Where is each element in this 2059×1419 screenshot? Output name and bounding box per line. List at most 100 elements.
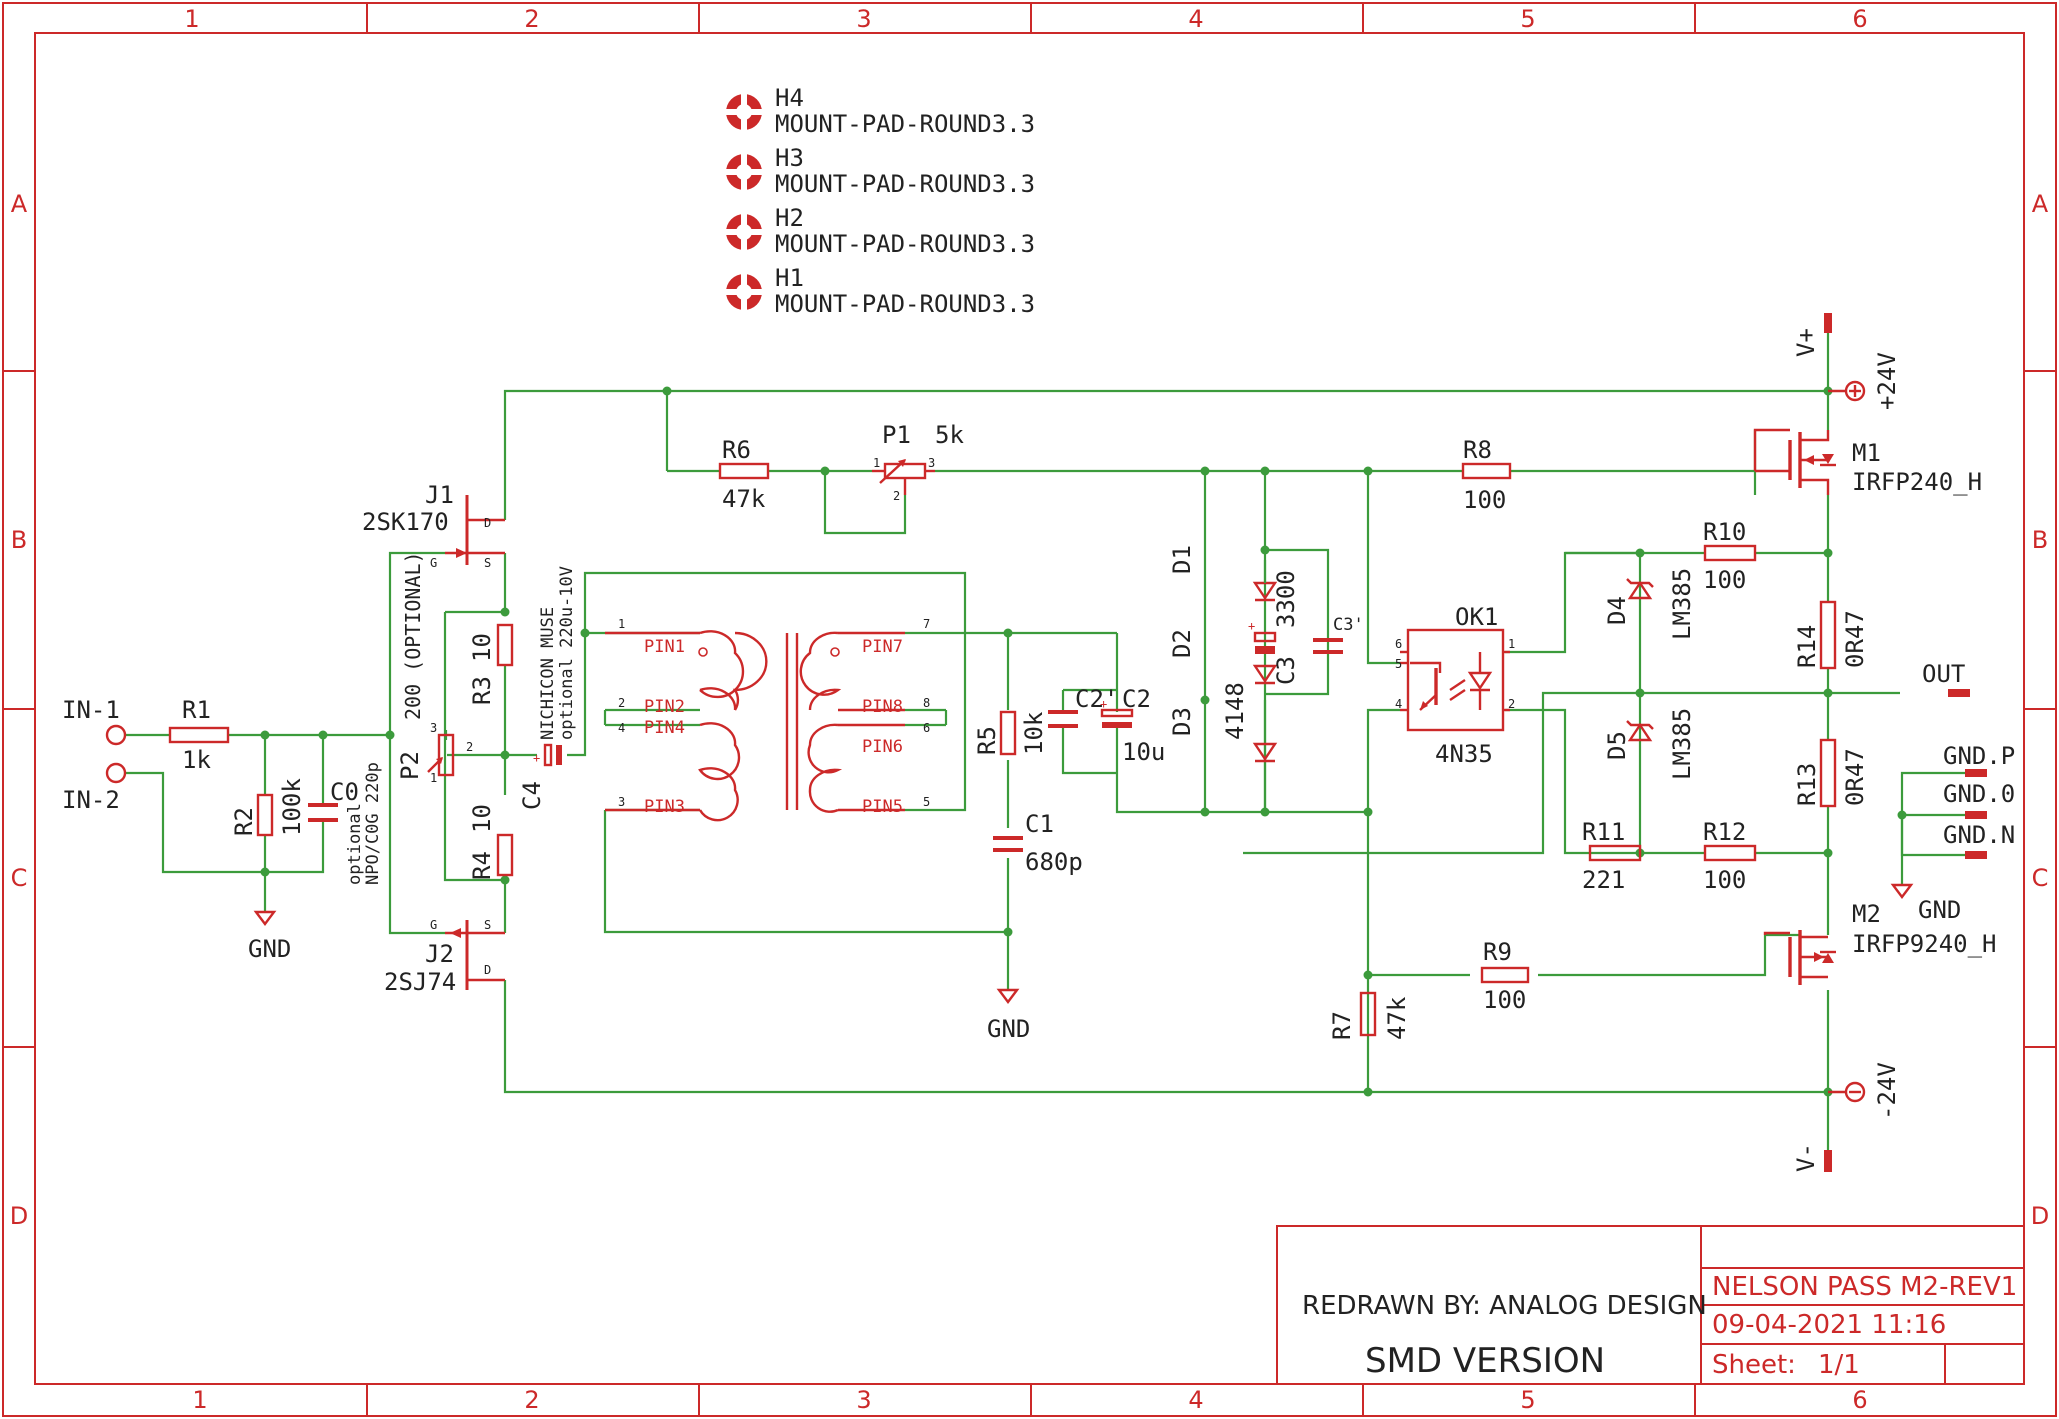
gndn-label: GND.N [1943, 821, 2015, 849]
svg-text:+: + [1248, 619, 1255, 633]
row-c-right: C [2032, 864, 2049, 892]
redrawn-by: REDRAWN BY: ANALOG DESIGN [1302, 1291, 1707, 1321]
r9-name: R9 [1483, 938, 1512, 966]
vplus-terminal [1824, 313, 1832, 333]
r10-value: 100 [1703, 566, 1746, 594]
tx-pin1: PIN1 [644, 637, 685, 657]
in2-terminal [105, 762, 127, 784]
r14-name: R14 [1793, 625, 1821, 668]
svg-text:+: + [1100, 697, 1107, 711]
r7-resistor [1359, 991, 1377, 1037]
tx-pin3: PIN3 [644, 797, 685, 817]
jfet-section: J1 2SK170 D S G J2 2SJ74 G S D R3 10 R4 … [362, 481, 577, 996]
row-c-left: C [11, 864, 28, 892]
col-4-top: 4 [1188, 5, 1203, 33]
d1-diode [1252, 560, 1278, 602]
m2-name: M2 [1852, 900, 1881, 928]
c1-name: C1 [1025, 810, 1054, 838]
c0-name: C0 [330, 778, 359, 806]
gnd-symbol-mid [996, 988, 1020, 1004]
sheet-label: Sheet: [1712, 1350, 1796, 1380]
d5-reference [1626, 720, 1654, 742]
r11-resistor [1588, 844, 1642, 862]
r12-value: 100 [1703, 866, 1746, 894]
ok1-name: OK1 [1455, 603, 1498, 631]
svg-text:+: + [533, 751, 540, 765]
c4-name: C4 [518, 781, 546, 810]
r11-name: R11 [1582, 818, 1625, 846]
n24-label: -24V [1873, 1062, 1901, 1120]
col-3-bottom: 3 [856, 1386, 871, 1414]
gnd-label-out: GND [1918, 896, 1961, 924]
col-1-bottom: 1 [192, 1386, 207, 1414]
r12-name: R12 [1703, 818, 1746, 846]
h4-name: H4 [775, 84, 804, 112]
p1-value: 5k [935, 421, 964, 449]
h3-value: MOUNT-PAD-ROUND3.3 [775, 170, 1035, 198]
col-2-bottom: 2 [524, 1386, 539, 1414]
col-5-bottom: 5 [1520, 1386, 1535, 1414]
in1-terminal [105, 724, 127, 746]
h2-name: H2 [775, 204, 804, 232]
ok1-pin-6: 6 [1395, 637, 1402, 651]
input-section: IN-1 IN-2 R1 1k R2 100k C0 optional NPO/… [62, 696, 383, 963]
j2-pin-g: G [430, 918, 437, 932]
m2-mosfet [1763, 930, 1836, 985]
r5-value: 10k [1020, 711, 1048, 755]
r6-name: R6 [722, 436, 751, 464]
j2-pin-s: S [484, 918, 491, 932]
j1-pin-d: D [484, 516, 491, 530]
r10-resistor [1703, 544, 1757, 562]
ok1-pin-4: 4 [1395, 697, 1402, 711]
p24-supply-symbol [1828, 380, 1866, 402]
j1-pin-g: G [430, 556, 437, 570]
tx-pinnum-7: 7 [923, 617, 930, 631]
gnd-symbol-input [253, 910, 277, 926]
c2-value: 10u [1122, 738, 1165, 766]
r9-resistor [1480, 966, 1530, 984]
ok1-pin-2: 2 [1508, 697, 1515, 711]
tx-pinnum-1: 1 [618, 617, 625, 631]
tx-pinnum-6: 6 [923, 721, 930, 735]
c3p-capacitor [1313, 638, 1343, 654]
version-label: SMD VERSION [1365, 1341, 1605, 1381]
j2-pin-d: D [484, 963, 491, 977]
p2-name: P2 [396, 751, 424, 780]
r7-name: R7 [1328, 1011, 1356, 1040]
row-b-right: B [2032, 526, 2048, 554]
p1-name: P1 [882, 421, 911, 449]
tx-pinnum-2: 2 [618, 696, 625, 710]
tx-pin6: PIN6 [862, 737, 903, 757]
d4-reference [1626, 578, 1654, 600]
tx-pinnum-4: 4 [618, 721, 625, 735]
j1-name: J1 [425, 481, 454, 509]
revision-date: 09-04-2021 11:16 [1712, 1310, 1946, 1340]
j1-value: 2SK170 [362, 508, 449, 536]
p1-pin-3: 3 [928, 456, 935, 470]
r8-value: 100 [1463, 486, 1506, 514]
tx-pin4: PIN4 [644, 718, 685, 738]
d3-name: D3 [1168, 707, 1196, 736]
m1-name: M1 [1852, 439, 1881, 467]
title-block: REDRAWN BY: ANALOG DESIGN SMD VERSION NE… [1276, 1225, 2025, 1385]
m1-value: IRFP240_H [1852, 468, 1982, 496]
tx-pin5: PIN5 [862, 797, 903, 817]
row-d-left: D [10, 1202, 28, 1230]
col-6-bottom: 6 [1852, 1386, 1867, 1414]
m1-mosfet [1753, 428, 1836, 495]
col-5-top: 5 [1520, 5, 1535, 33]
d123-value: 4148 [1221, 682, 1249, 740]
col-4-bottom: 4 [1188, 1386, 1203, 1414]
c0-capacitor [308, 803, 338, 822]
in2-label: IN-2 [62, 786, 120, 814]
out-terminal [1948, 689, 1970, 697]
r6-value: 47k [722, 485, 766, 513]
h2-value: MOUNT-PAD-ROUND3.3 [775, 230, 1035, 258]
ok1-pin-5: 5 [1395, 657, 1402, 671]
h1-name: H1 [775, 264, 804, 292]
r5-name: R5 [973, 726, 1001, 755]
col-2-top: 2 [524, 5, 539, 33]
d4-name: D4 [1603, 596, 1631, 625]
r2-value: 100k [278, 778, 306, 836]
h3-name: H3 [775, 144, 804, 172]
